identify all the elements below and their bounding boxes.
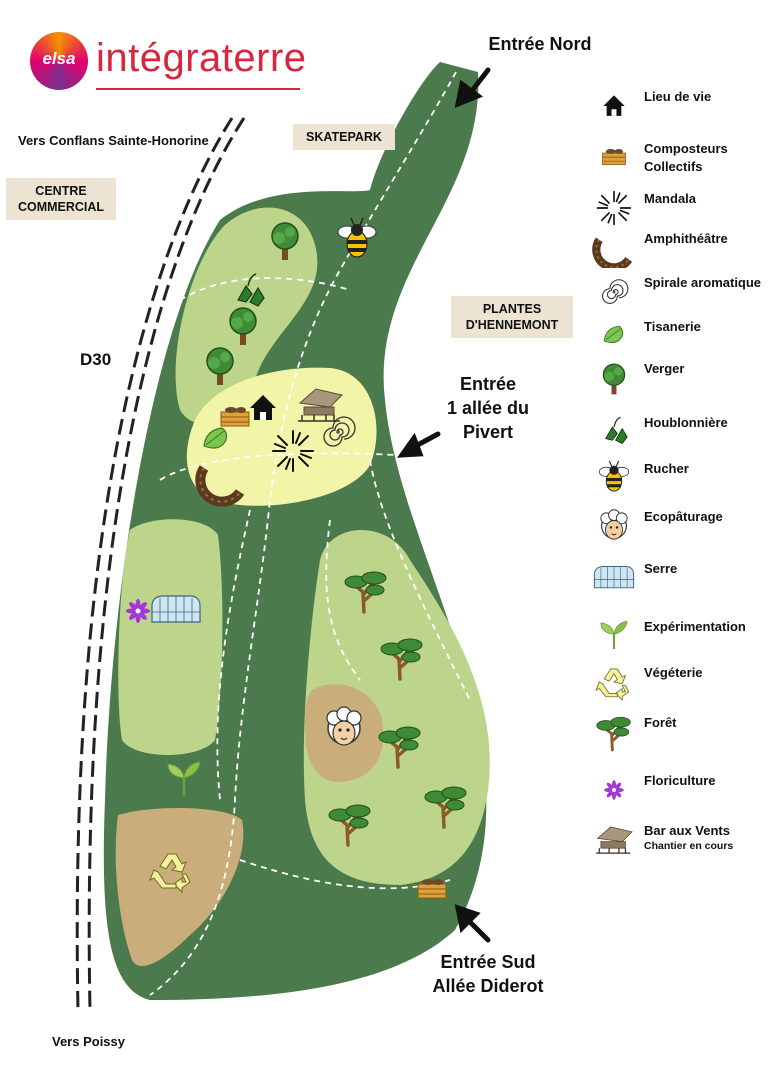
legend-item: Spirale aromatique — [592, 272, 768, 312]
logo-mark-icon: elsa — [30, 32, 88, 90]
legend-item: Houblonnière — [592, 412, 768, 452]
sheep-icon — [600, 509, 628, 540]
spiral-icon — [602, 279, 629, 304]
legend-label: Tisanerie — [644, 319, 701, 334]
fruit-tree-icon — [602, 363, 626, 395]
legend-label: Ecopâturage — [644, 509, 723, 524]
legend-item: Amphithéâtre — [592, 228, 768, 268]
legend-item: Rucher — [592, 458, 768, 498]
legend-sublabel: Chantier en cours — [644, 840, 734, 852]
logo-mark-text: elsa — [42, 49, 76, 68]
legend-item: Verger — [592, 358, 768, 398]
flower-icon — [604, 780, 624, 800]
legend-item: Floriculture — [592, 770, 768, 810]
greenhouse-icon — [593, 566, 635, 589]
map-flower-icon — [126, 599, 150, 623]
mint-leaf-icon — [603, 325, 624, 344]
legend-label: Serre — [644, 561, 678, 576]
legend-item: Forêt — [592, 712, 768, 752]
road-d30-line — [75, 117, 234, 1011]
legend-label: Végéterie — [644, 665, 703, 680]
north-entrance-label: Entrée Nord — [488, 34, 592, 54]
greenhouse-zone — [118, 519, 223, 755]
road-d30-line — [87, 117, 246, 1011]
skatepark-label: SKATEPARK — [306, 130, 382, 144]
forest-tree-icon — [595, 715, 632, 752]
mandala-icon — [596, 190, 632, 226]
legend-label: Forêt — [644, 715, 677, 730]
house-icon — [603, 95, 625, 116]
legend-label: Expérimentation — [644, 619, 746, 634]
sprout-icon — [599, 620, 629, 651]
pivert-line3: Pivert — [462, 422, 514, 442]
hop-leaves-icon — [605, 416, 628, 445]
bee-icon — [598, 460, 630, 492]
legend-item: Mandala — [592, 188, 768, 228]
logo: elsa intégraterre — [30, 32, 306, 94]
legend-item: Composteurs Collectifs — [592, 138, 768, 178]
conflans-label: Vers Conflans Sainte-Honorine — [18, 133, 209, 148]
poissy-label: Vers Poissy — [52, 1034, 125, 1049]
plantes-line2: D'HENNEMONT — [465, 318, 559, 332]
centre-commercial-line2: COMMERCIAL — [17, 200, 105, 214]
legend-label: Amphithéâtre — [644, 231, 728, 246]
map-greenhouse-icon — [151, 595, 201, 623]
d30-label: D30 — [80, 350, 112, 369]
centre-commercial-badge: CENTRE COMMERCIAL — [6, 178, 116, 220]
legend-label: Spirale aromatique — [644, 275, 762, 290]
legend-item: Végéterie — [592, 662, 768, 702]
legend-item: Ecopâturage — [592, 506, 768, 546]
walking-paths — [149, 71, 471, 996]
pivert-line2: 1 allée du — [446, 398, 530, 418]
south-line1: Entrée Sud — [440, 952, 536, 972]
legend-label: Floriculture — [644, 773, 716, 788]
skatepark-badge: SKATEPARK — [293, 124, 395, 150]
logo-name: intégraterre — [96, 36, 307, 80]
south-line2: Allée Diderot — [432, 976, 544, 996]
legend-item: Lieu de vie — [592, 86, 768, 126]
pivert-line1: Entrée — [459, 374, 517, 394]
map-compost-icon — [417, 878, 447, 899]
amphitheatre-icon — [592, 228, 636, 268]
map-compost-icon — [220, 406, 250, 427]
south-entrance-label: Entrée Sud Allée Diderot — [418, 950, 558, 998]
legend-label: Mandala — [644, 191, 697, 206]
legend-label: Composteurs Collectifs — [644, 141, 728, 174]
logo-underline — [96, 88, 300, 90]
plantes-line1: PLANTES — [482, 302, 542, 316]
wooden-hut-icon — [595, 826, 633, 854]
legend-label: Rucher — [644, 461, 689, 476]
arrow-north-icon — [454, 67, 491, 109]
legend-item: Serre — [592, 558, 768, 598]
pivert-entrance-label: Entrée 1 allée du Pivert — [428, 372, 548, 444]
legend-item: Expérimentation — [592, 616, 768, 656]
plantes-badge: PLANTES D'HENNEMONT — [451, 296, 573, 338]
map-sheep-icon — [326, 706, 362, 746]
recycle-icon — [595, 668, 630, 701]
legend-label: Lieu de vie — [644, 89, 712, 104]
centre-commercial-line1: CENTRE — [35, 184, 87, 198]
legend-label: Houblonnière — [644, 415, 728, 430]
arrow-east-icon — [396, 431, 441, 458]
legend-item: Tisanerie — [592, 316, 768, 356]
arrow-south-icon — [454, 904, 491, 943]
compost-crate-icon — [602, 148, 626, 165]
legend-label: Verger — [644, 361, 685, 376]
